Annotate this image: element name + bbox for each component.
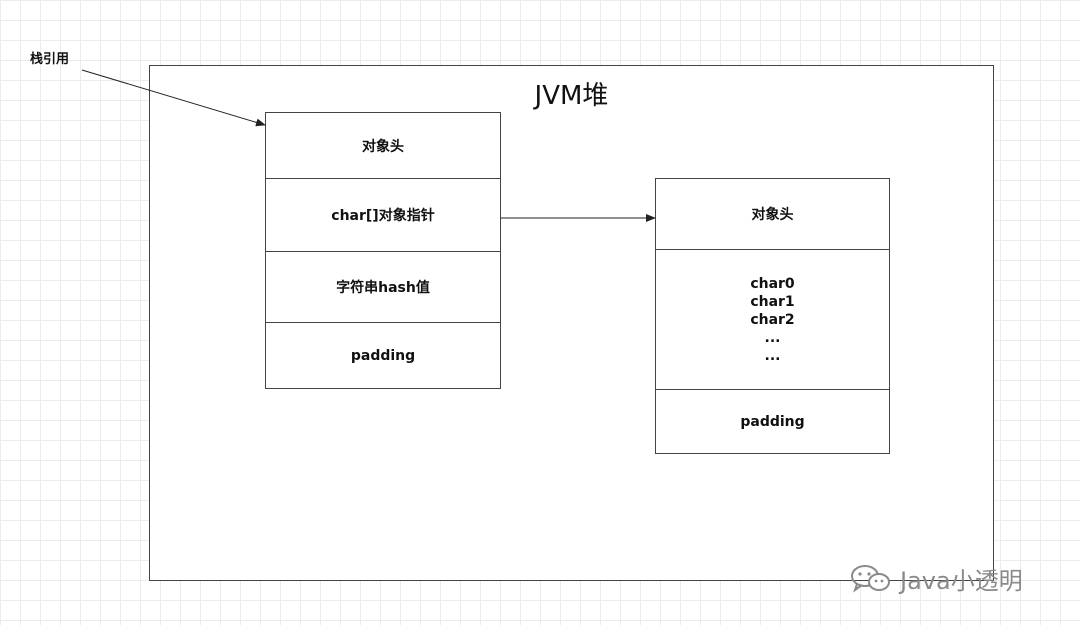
jvm-heap-title: JVM堆 <box>534 81 609 111</box>
string-object-header: 对象头 <box>362 138 404 155</box>
char-array-pointer-field: char[]对象指针 <box>266 178 500 251</box>
watermark-text: Java小透明 <box>900 566 1023 595</box>
char-element: char2 <box>750 311 795 328</box>
stack-reference-label: 栈引用 <box>30 52 70 67</box>
string-object-box: 对象头 char[]对象指针 字符串hash值 padding <box>265 112 501 389</box>
char-array-object-header: 对象头 <box>751 207 794 223</box>
char-array-object-box: 对象头 char0 char1 char2 ... ... padding <box>655 178 890 454</box>
ellipsis: ... <box>764 329 781 346</box>
char-array-object-padding: padding <box>656 389 889 453</box>
stack-reference-arrow <box>81 69 266 127</box>
ellipsis: ... <box>764 347 781 364</box>
wechat-icon <box>851 565 890 593</box>
char-element: char0 <box>750 275 795 292</box>
string-hash-field: 字符串hash值 <box>266 251 500 322</box>
char-element: char1 <box>750 293 795 310</box>
string-object-padding: padding <box>266 322 500 388</box>
watermark: Java小透明 <box>850 560 1060 596</box>
char-array-elements: char0 char1 char2 ... ... <box>656 249 889 389</box>
